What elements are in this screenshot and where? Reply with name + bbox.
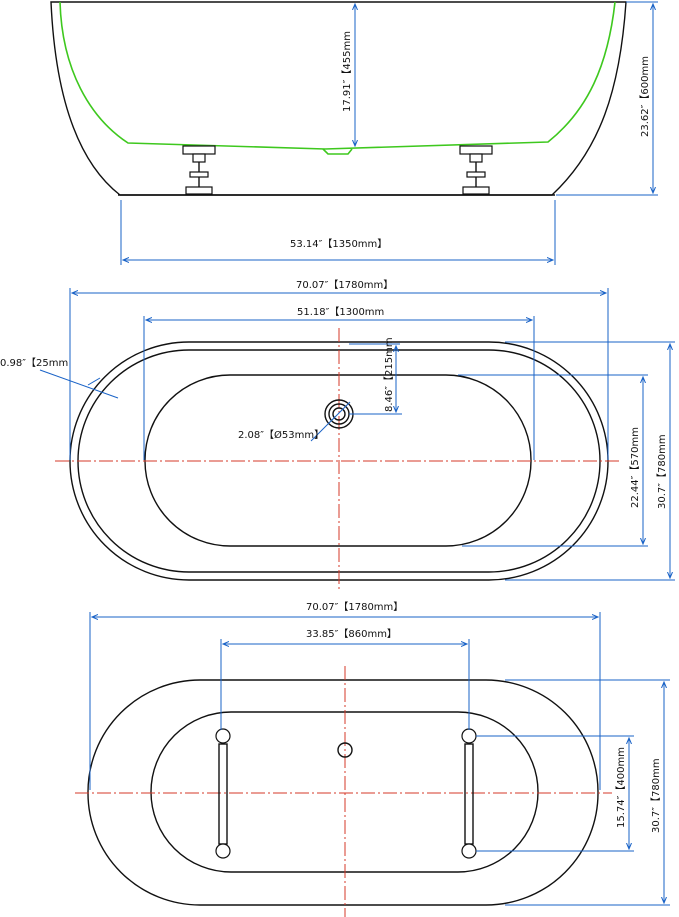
drain-diameter-label: 2.08″【Ø53mm】	[238, 429, 324, 441]
depth-label: 17.91″【455mm	[341, 31, 353, 112]
bottom-view: 70.07″【1780mm】 33.85″【860mm】 15.74″【400m…	[75, 601, 670, 917]
left-foot	[182, 145, 216, 195]
top-view: 70.07″【1780mm】 51.18″【1300mm 0.98″【25mm …	[0, 279, 675, 592]
feet-spacing-length-label: 33.85″【860mm】	[306, 628, 397, 640]
tub-side-outline	[50, 1, 627, 196]
side-view: 17.91″【455mm 23.62″【600mm 53.14″【1350mm】	[50, 1, 658, 265]
inner-width-label: 22.44″【570mm	[629, 427, 641, 508]
inner-length-label: 51.18″【1300mm	[297, 306, 384, 318]
bottom-length-label: 53.14″【1350mm】	[290, 238, 387, 250]
bottom-overall-width-label: 30.7″【780mm	[650, 758, 662, 833]
drain	[324, 399, 354, 429]
drain-notch	[322, 148, 353, 155]
rim-leader	[39, 369, 119, 399]
overall-length-label: 70.07″【1780mm】	[296, 279, 393, 291]
left-foot-rail	[215, 728, 231, 859]
bottom-overall-length-label: 70.07″【1780mm】	[306, 601, 403, 613]
rim-label: 0.98″【25mm	[0, 357, 68, 369]
inner-basin-outline	[59, 1, 616, 150]
overall-width-label: 30.7″【780mm	[656, 434, 668, 509]
right-foot	[459, 145, 493, 195]
height-label: 23.62″【600mm	[639, 56, 651, 137]
feet-spacing-width-label: 15.74″【400mm	[615, 747, 627, 828]
bottom-drain	[337, 742, 353, 758]
drain-diameter-leader	[310, 401, 351, 442]
drain-offset-label: 8.46″【215mm	[383, 337, 395, 412]
